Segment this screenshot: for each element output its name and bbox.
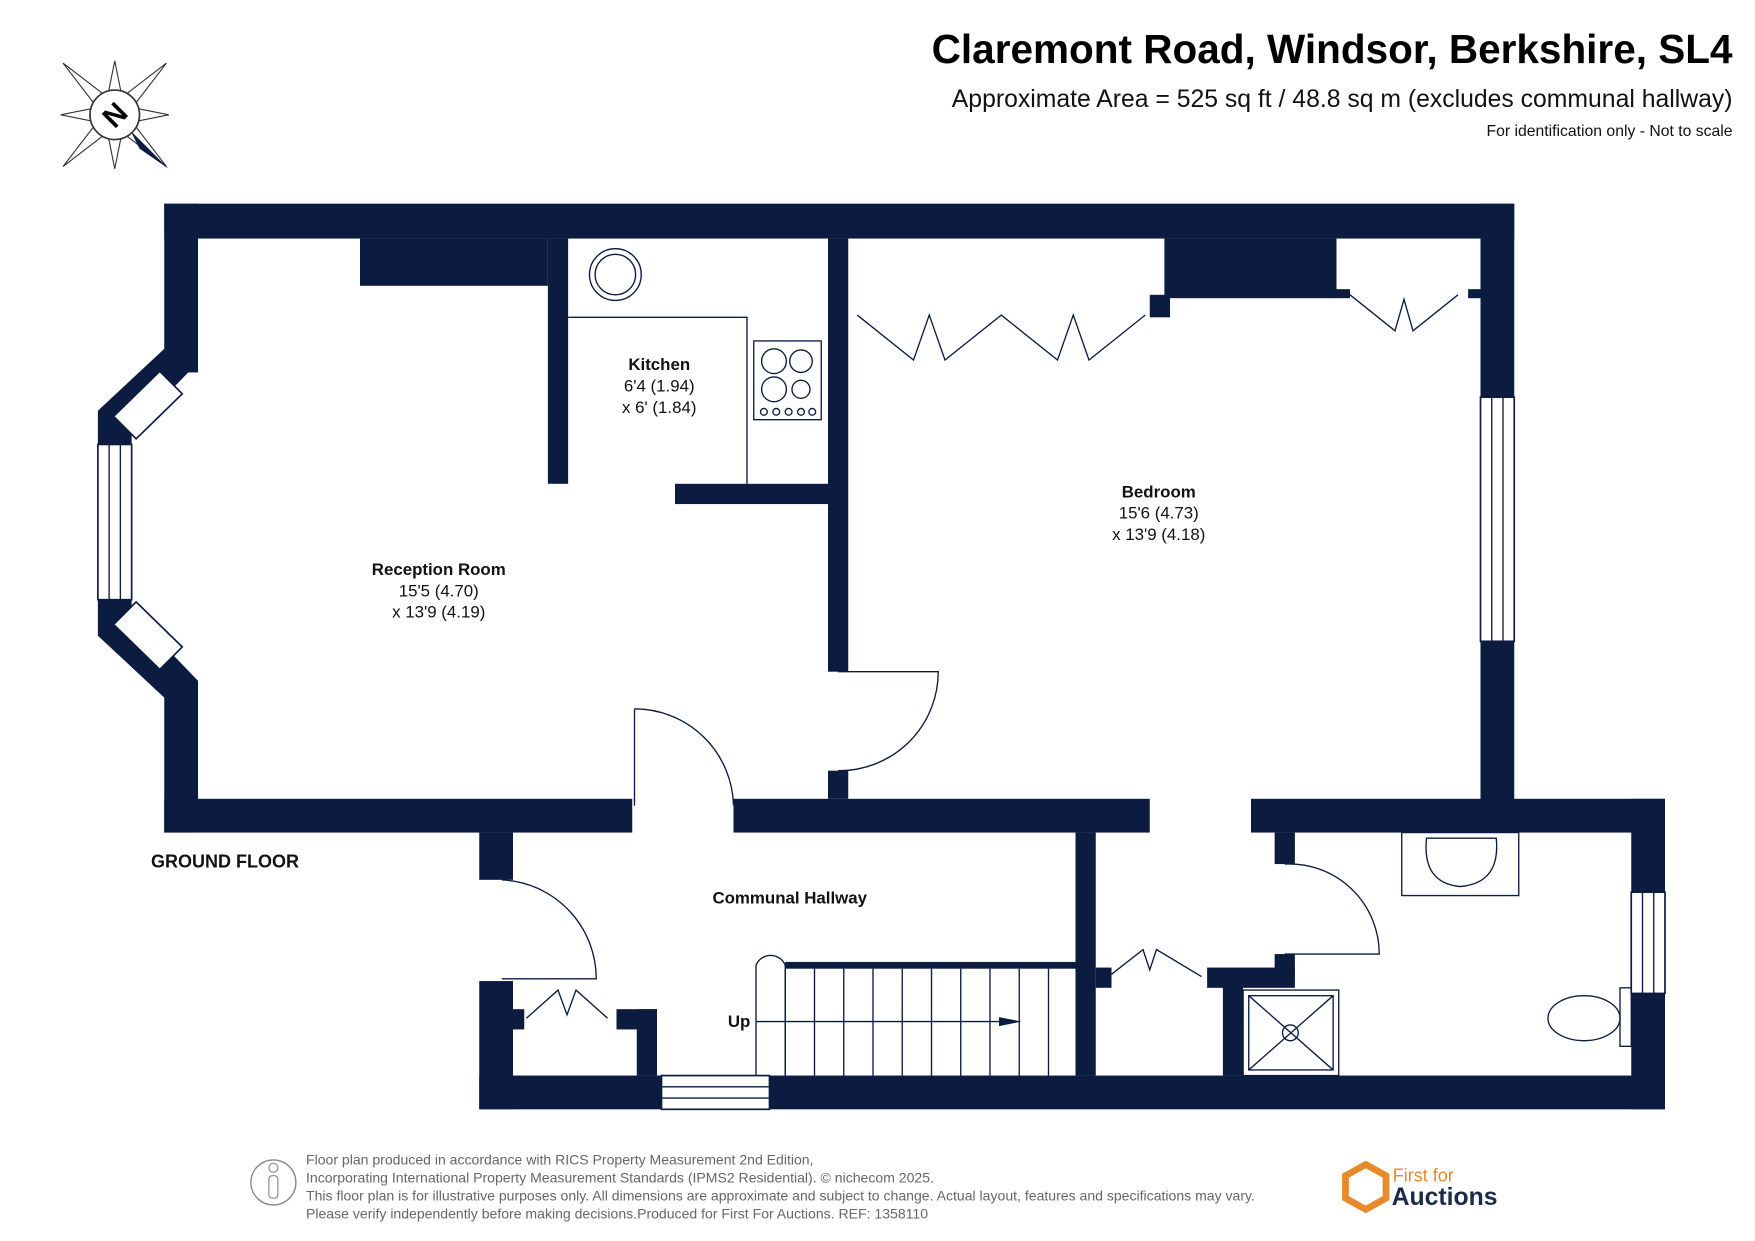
communal-hallway-name: Communal Hallway xyxy=(712,888,867,907)
north-compass-icon: N xyxy=(60,60,169,169)
kitchen-dim2: x 6' (1.84) xyxy=(622,398,696,417)
reception-room-dim1: 15'5 (4.70) xyxy=(399,581,479,600)
bathroom-fixtures xyxy=(1242,831,1632,1077)
doors xyxy=(501,294,1459,1019)
windows xyxy=(97,370,1666,1111)
footer-line-4: Please verify independently before makin… xyxy=(306,1205,928,1221)
floor-label: GROUND FLOOR xyxy=(151,851,299,871)
info-icon xyxy=(250,1159,297,1206)
svg-text:First for: First for xyxy=(1393,1165,1454,1185)
reception-room-dim2: x 13'9 (4.19) xyxy=(392,603,485,622)
footer-line-1: Floor plan produced in accordance with R… xyxy=(306,1151,814,1167)
kitchen-fixtures xyxy=(568,248,822,484)
approximate-area: Approximate Area = 525 sq ft / 48.8 sq m… xyxy=(952,86,1733,113)
scale-disclaimer: For identification only - Not to scale xyxy=(1487,123,1733,140)
svg-text:Bedroom: Bedroom xyxy=(1122,482,1196,501)
basin-icon xyxy=(1401,831,1520,897)
first-for-auctions-logo: First for Auctions xyxy=(1342,1160,1498,1214)
toilet-icon xyxy=(1547,987,1632,1047)
stairs-up-label: Up xyxy=(728,1012,750,1031)
reception-room-name: Reception Room xyxy=(372,560,506,579)
walls xyxy=(97,203,1665,1110)
kitchen-dim1: 6'4 (1.94) xyxy=(624,377,695,396)
svg-text:Kitchen: Kitchen xyxy=(628,355,690,374)
footer-line-2: Incorporating International Property Mea… xyxy=(306,1169,934,1185)
svg-text:Reception Room: Reception Room xyxy=(372,560,506,579)
kitchen-name: Kitchen xyxy=(628,355,690,374)
sink-icon xyxy=(588,248,642,302)
svg-text:Auctions: Auctions xyxy=(1392,1184,1498,1211)
bedroom-dim1: 15'6 (4.73) xyxy=(1119,504,1199,523)
bedroom-name: Bedroom xyxy=(1122,482,1196,501)
bedroom-dim2: x 13'9 (4.18) xyxy=(1112,525,1205,544)
shower-tray-icon xyxy=(1242,989,1340,1077)
footer-line-3: This floor plan is for illustrative purp… xyxy=(306,1187,1255,1203)
hob-icon xyxy=(753,340,822,421)
property-title: Claremont Road, Windsor, Berkshire, SL4 xyxy=(932,26,1733,72)
staircase: Up xyxy=(728,954,1076,1076)
